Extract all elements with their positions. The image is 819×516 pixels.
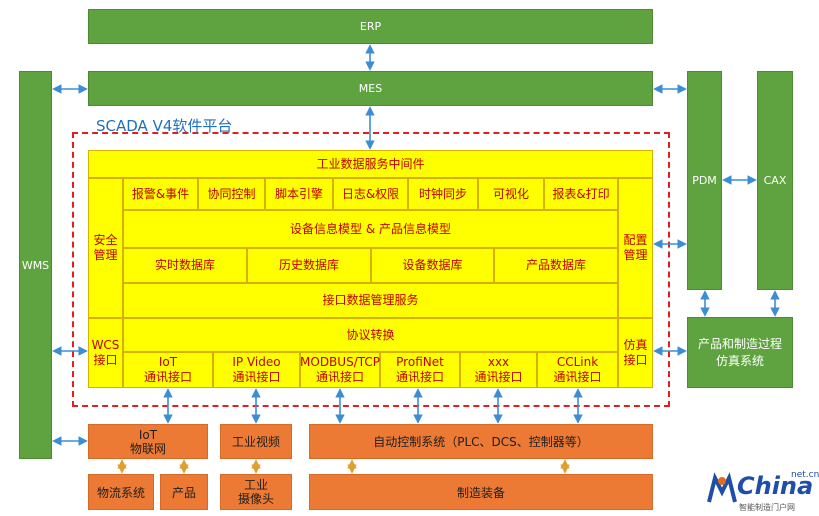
industrial-camera-box: 工业 摄像头	[220, 474, 292, 510]
product-label: 产品	[171, 485, 196, 500]
db-device: 设备数据库	[371, 248, 494, 283]
comm-protocol-label: xxx	[487, 355, 510, 369]
service-label: 协同控制	[207, 186, 256, 201]
scada-platform-title: SCADA V4软件平台	[96, 117, 233, 135]
middleware-bar: 工业数据服务中间件	[88, 150, 653, 178]
comm-interface-label: 通讯接口	[553, 370, 602, 384]
comm-protocol-label: IP Video	[232, 355, 281, 369]
china-net-logo: China net.cn 智能制造门户网	[705, 470, 819, 514]
safety-management: 安全 管理	[88, 178, 123, 318]
logo-word: China	[737, 472, 814, 500]
automation-control-label: 自动控制系统（PLC、DCS、控制器等）	[373, 435, 589, 449]
manufacturing-equipment-box: 制造装备	[309, 474, 653, 510]
pdm-label: PDM	[692, 174, 717, 187]
comm-protocol-label: ProfiNet	[396, 355, 444, 369]
mes-label: MES	[358, 82, 383, 95]
comm-interface-label: 通讯接口	[474, 370, 523, 384]
service-alarm-event: 报警&事件	[123, 178, 198, 210]
service-label: 脚本引擎	[274, 186, 323, 201]
industrial-video-label: 工业视频	[231, 435, 280, 449]
service-label: 报表&打印	[552, 186, 610, 201]
simulation-system-box: 产品和制造过程 仿真系统	[687, 317, 793, 388]
cax-label: CAX	[763, 174, 787, 187]
product-box: 产品	[160, 474, 208, 510]
iot-network-box: IoT 物联网	[88, 424, 208, 459]
service-label: 可视化	[492, 186, 529, 201]
mes-box: MES	[88, 71, 653, 106]
service-label: 报警&事件	[131, 186, 190, 201]
information-model-bar: 设备信息模型 & 产品信息模型	[123, 210, 618, 248]
erp-box: ERP	[88, 9, 653, 44]
erp-label: ERP	[359, 20, 382, 33]
iot-network-label: IoT 物联网	[129, 427, 166, 456]
middleware-label: 工业数据服务中间件	[316, 156, 425, 171]
comm-interface-label: 通讯接口	[315, 370, 364, 384]
information-model-label: 设备信息模型 & 产品信息模型	[290, 221, 451, 236]
automation-control-box: 自动控制系统（PLC、DCS、控制器等）	[309, 424, 653, 459]
config-management: 配置 管理	[618, 178, 653, 318]
interface-data-service-bar: 接口数据管理服务	[123, 283, 618, 318]
db-product: 产品数据库	[494, 248, 618, 283]
comm-protocol-label: IoT	[158, 355, 178, 369]
service-coordinated-control: 协同控制	[198, 178, 265, 210]
interface-data-service-label: 接口数据管理服务	[322, 293, 419, 307]
service-script-engine: 脚本引擎	[265, 178, 333, 210]
service-report-print: 报表&打印	[544, 178, 618, 210]
service-label: 日志&权限	[341, 186, 400, 201]
database-label: 设备数据库	[402, 258, 463, 272]
wms-box: WMS	[19, 71, 52, 459]
logistics-system-box: 物流系统	[88, 474, 154, 510]
database-label: 历史数据库	[278, 258, 339, 272]
simulation-system-label: 产品和制造过程 仿真系统	[697, 336, 782, 368]
pdm-box: PDM	[687, 71, 722, 290]
database-label: 产品数据库	[525, 258, 586, 272]
manufacturing-equipment-label: 制造装备	[456, 485, 505, 500]
config-management-label: 配置 管理	[623, 233, 648, 262]
db-history: 历史数据库	[247, 248, 371, 283]
database-label: 实时数据库	[154, 258, 215, 272]
comm-interface-label: 通讯接口	[395, 370, 444, 384]
comm-protocol-label: MODBUS/TCP	[300, 355, 380, 369]
protocol-conversion-bar: 协议转换	[123, 318, 618, 352]
comm-interface-label: 通讯接口	[232, 370, 281, 384]
industrial-video-box: 工业视频	[220, 424, 292, 459]
wcs-interface: WCS 接口	[88, 318, 123, 388]
wcs-interface-label: WCS 接口	[91, 338, 120, 367]
service-clock-sync: 时钟同步	[408, 178, 478, 210]
wms-label: WMS	[21, 258, 50, 272]
service-visualization: 可视化	[478, 178, 544, 210]
db-realtime: 实时数据库	[123, 248, 247, 283]
industrial-camera-label: 工业 摄像头	[237, 478, 274, 506]
comm-protocol-label: CCLink	[556, 355, 599, 369]
service-log-permission: 日志&权限	[333, 178, 408, 210]
safety-management-label: 安全 管理	[93, 233, 118, 262]
service-label: 时钟同步	[418, 186, 467, 201]
simulation-interface-label: 仿真 接口	[623, 338, 648, 367]
simulation-interface: 仿真 接口	[618, 318, 653, 388]
protocol-conversion-label: 协议转换	[346, 327, 395, 342]
cax-box: CAX	[757, 71, 793, 290]
logo-net: net.cn	[791, 470, 819, 480]
logistics-system-label: 物流系统	[96, 485, 145, 500]
logo-subtitle: 智能制造门户网	[739, 503, 795, 512]
comm-interface-label: 通讯接口	[143, 370, 192, 384]
logo-mark-icon	[707, 472, 737, 503]
